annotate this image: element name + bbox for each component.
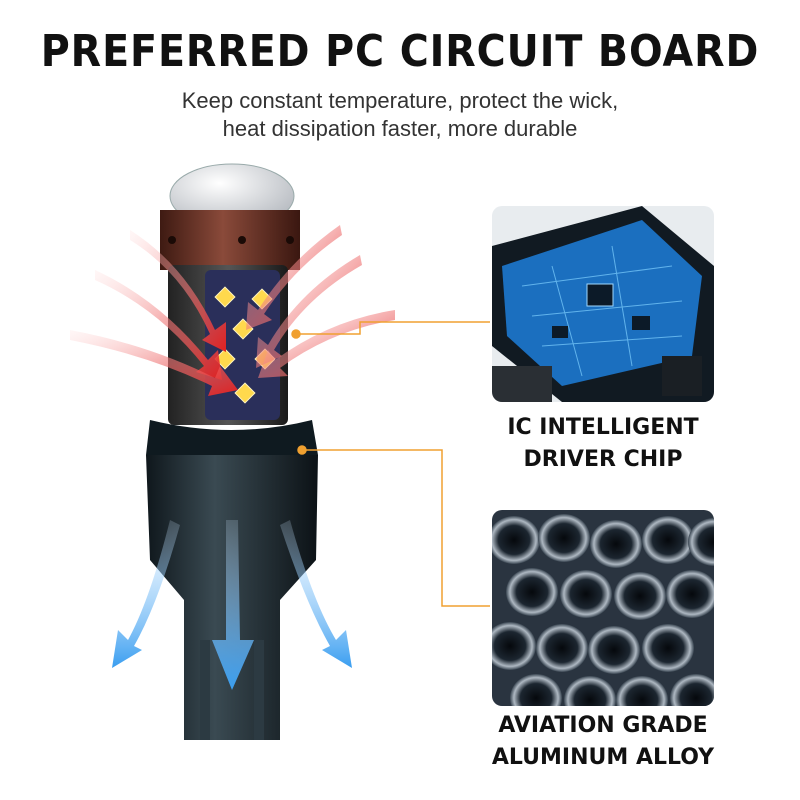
page-title: PREFERRED PC CIRCUIT BOARD <box>40 26 760 77</box>
feature-chip-line-2: DRIVER CHIP <box>523 447 683 472</box>
feature-caption-chip: IC INTELLIGENT DRIVER CHIP <box>453 412 753 476</box>
bulb-cap <box>160 210 300 270</box>
connector-lines <box>291 321 490 607</box>
feature-chip-line-1: IC INTELLIGENT <box>507 415 699 440</box>
feature-alloy-line-2: ALUMINUM ALLOY <box>491 745 715 770</box>
feature-alloy-line-1: AVIATION GRADE <box>498 713 708 738</box>
circuit-board-icon <box>492 206 714 402</box>
aluminum-tubes-icon <box>492 510 714 706</box>
subtitle-line-2: heat dissipation faster, more durable <box>222 116 578 141</box>
aluminum-tubes-photo <box>492 510 714 706</box>
air-arrows <box>112 520 352 690</box>
circuit-board-photo <box>492 206 714 402</box>
feature-caption-alloy: AVIATION GRADE ALUMINUM ALLOY <box>453 710 753 774</box>
bulb-collar <box>146 420 318 463</box>
subtitle-line-1: Keep constant temperature, protect the w… <box>181 88 619 113</box>
